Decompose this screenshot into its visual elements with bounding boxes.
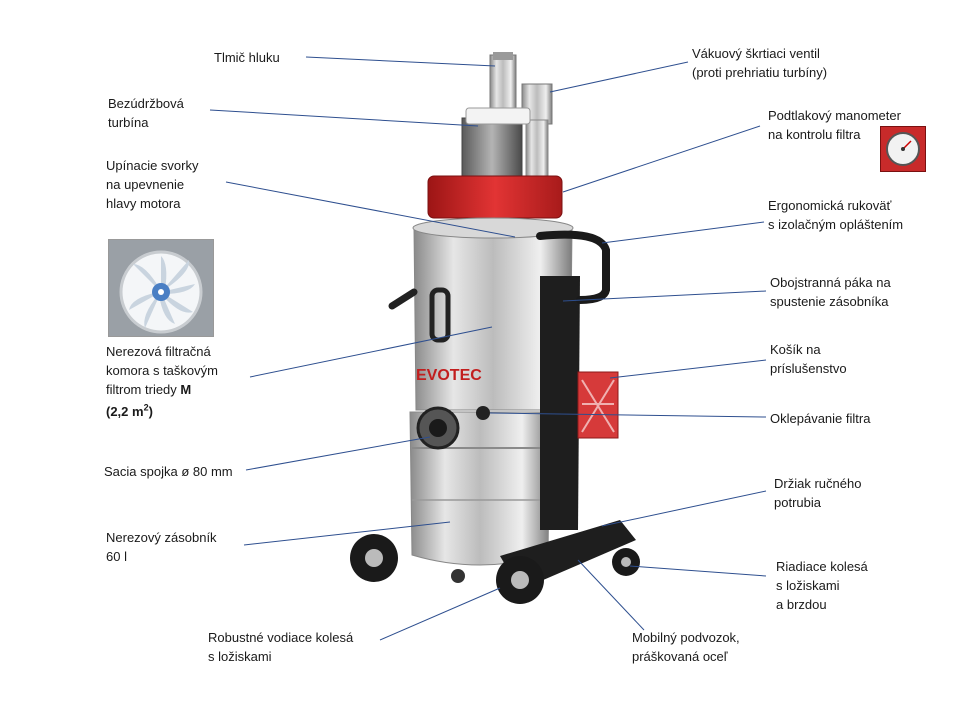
drum-handle: [429, 287, 451, 343]
motor-housing: [461, 117, 523, 179]
leader-basket: [609, 359, 767, 379]
label-silencer: Tlmič hluku: [214, 50, 280, 65]
manometer-inset: [880, 126, 926, 172]
leader-hose-holder: [601, 490, 767, 527]
leader-lines: [209, 56, 767, 641]
label-filter-shake: Oklepávanie filtra: [770, 411, 871, 426]
filter-chamber-text: Nerezová filtračná komora s taškovým fil…: [106, 344, 218, 397]
label-handle: Ergonomická rukoväť s izolačným oplášten…: [768, 198, 904, 232]
label-lever: Obojstranná páka na spustenie zásobníka: [770, 275, 891, 309]
push-handle: [536, 230, 610, 304]
valve-tube: [525, 119, 549, 181]
front-wheel-right: [496, 556, 544, 604]
manometer-icon: [886, 132, 920, 166]
label-front-wheels: Robustné vodiace kolesá s ložiskami: [208, 630, 354, 664]
leader-turbine: [209, 109, 479, 127]
leader-front-wheels: [379, 587, 501, 641]
front-wheel-left: [350, 534, 398, 582]
label-hose-holder: Držiak ručného potrubia: [774, 476, 862, 510]
filter-area-close: ): [148, 404, 153, 420]
label-manometer: Podtlakový manometer na kontrolu filtra: [768, 108, 901, 142]
rear-wheel: [612, 548, 640, 576]
small-caster: [451, 569, 465, 583]
leader-chassis: [577, 559, 645, 631]
drum-rim: [412, 217, 574, 239]
label-turbine: Bezúdržbová turbína: [108, 96, 184, 130]
left-handle: [388, 288, 418, 310]
brand-text: EVOTEC: [416, 367, 482, 384]
filter-area: (2,2 m: [106, 404, 144, 420]
label-suction: Sacia spojka ø 80 mm: [104, 464, 233, 479]
leader-rear-wheels: [629, 565, 767, 577]
filter-area-exponent: 2: [143, 403, 149, 413]
chassis-frame: [540, 276, 580, 530]
leader-filter-shake: [489, 412, 767, 418]
silencer-cap: [493, 52, 513, 60]
turbine-impeller-icon: [109, 240, 213, 336]
label-container: Nerezový zásobník 60 l: [106, 530, 217, 564]
motor-top: [465, 107, 531, 125]
leader-clamps: [225, 181, 516, 238]
label-chassis: Mobilný podvozok, práškovaná oceľ: [632, 630, 740, 664]
label-basket: Košík na príslušenstvo: [770, 342, 847, 376]
leader-silencer: [305, 56, 496, 67]
accessory-basket: [577, 371, 619, 439]
turbine-impeller-inset: [108, 239, 214, 337]
label-filter-chamber: Nerezová filtračná komora s taškovým fil…: [106, 342, 218, 421]
filter-class: M: [180, 382, 192, 397]
leader-suction: [245, 436, 431, 471]
leader-valve: [549, 61, 689, 93]
label-rear-wheels: Riadiace kolesá s ložiskami a brzdou: [776, 559, 868, 612]
leader-manometer: [562, 125, 761, 193]
leader-filter-chamber: [249, 326, 493, 378]
leader-container: [243, 521, 451, 546]
leader-handle: [601, 221, 765, 244]
motor-head-ring: [427, 175, 563, 219]
filter-shaker-knob: [476, 406, 490, 420]
leader-lever: [562, 290, 767, 302]
label-valve: Vákuový škrtiaci ventil (proti prehriati…: [692, 46, 828, 80]
label-clamps: Upínacie svorky na upevnenie hlavy motor…: [106, 158, 199, 211]
